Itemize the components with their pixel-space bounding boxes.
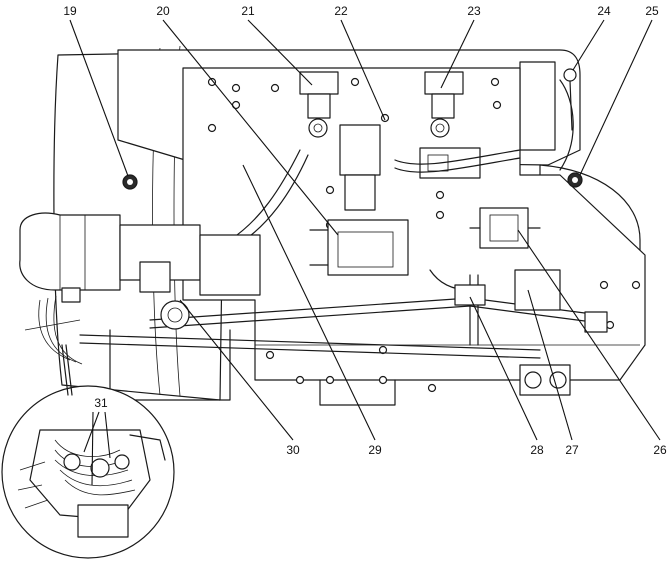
callout-25: 25 <box>645 4 659 18</box>
callout-21: 21 <box>241 4 255 18</box>
callout-labels: 19 20 21 22 23 24 25 26 27 28 29 30 31 <box>63 4 667 457</box>
left-inlet-housing <box>19 212 261 330</box>
detail-inset <box>1 344 175 559</box>
callout-31: 31 <box>94 396 108 410</box>
callout-30: 30 <box>286 443 300 457</box>
callout-29: 29 <box>368 443 382 457</box>
callout-26: 26 <box>653 443 667 457</box>
callout-19: 19 <box>63 4 77 18</box>
lower-fittings <box>454 269 608 396</box>
detail-inset-art <box>17 429 166 538</box>
callout-20: 20 <box>156 4 170 18</box>
central-valve-block <box>339 124 481 211</box>
sensor-24 <box>563 68 577 131</box>
leader-lines <box>69 19 661 486</box>
upper-left-solenoid <box>299 71 339 138</box>
sensor-25 <box>567 172 583 188</box>
callout-22: 22 <box>334 4 348 18</box>
right-valve <box>469 207 541 249</box>
callout-27: 27 <box>565 443 579 457</box>
callout-24: 24 <box>597 4 611 18</box>
sensor-19 <box>122 174 138 190</box>
callout-23: 23 <box>467 4 481 18</box>
upper-right-solenoid <box>424 71 464 138</box>
main-pump-assembly <box>309 219 409 276</box>
callout-28: 28 <box>530 443 544 457</box>
plate-bolt-holes <box>207 77 641 393</box>
right-muffler <box>519 61 556 151</box>
engine-line-art <box>19 45 646 406</box>
